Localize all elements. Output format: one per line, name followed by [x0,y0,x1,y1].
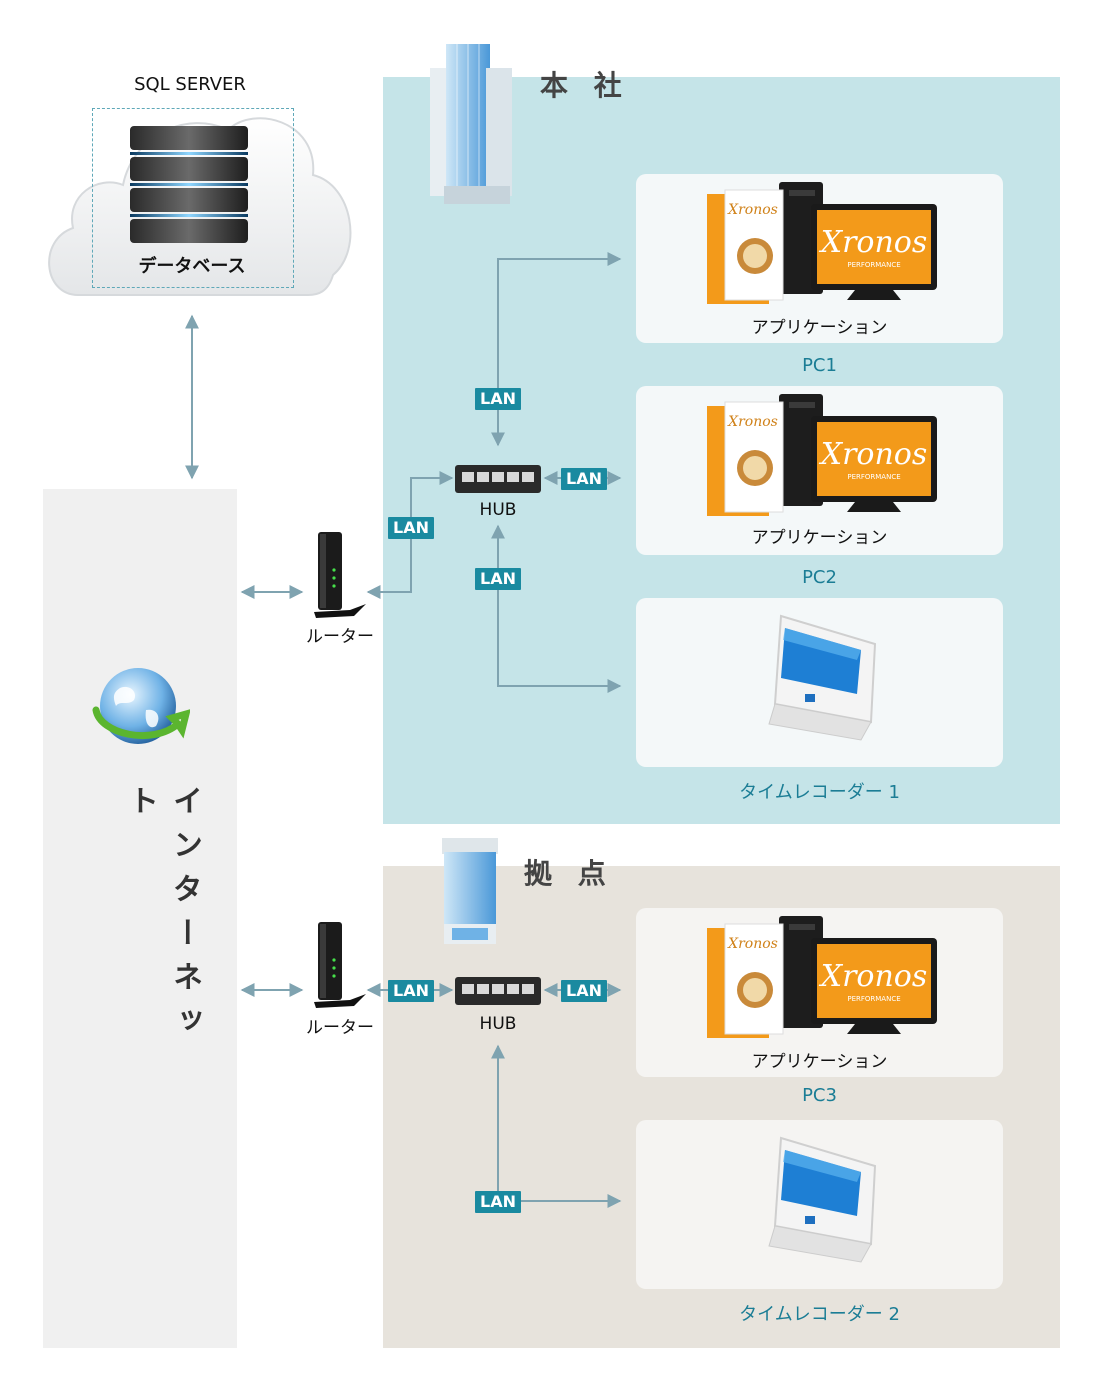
hq-building-icon [430,44,512,204]
branch-router-icon [314,922,366,1008]
lan-tag-hq-pc2: LAN [561,468,607,490]
pc2-box-logo: Xronos [727,414,778,430]
internet-label: インターネット [123,785,202,1049]
pc1-screen-logo: Xronos [819,225,928,260]
database-icon [130,126,248,243]
lan-tag-hq-pc1: LAN [475,388,521,410]
lan-tag-hq-router: LAN [388,517,434,539]
recorder1-name: タイムレコーダー 1 [739,782,900,803]
lan-tag-branch-pc3: LAN [561,980,607,1002]
globe-icon [92,668,190,744]
pc1-name: PC1 [802,355,837,376]
pc3-screen-logo: Xronos [819,959,928,994]
pc1-app-label: アプリケーション [751,318,888,338]
lan-tag-branch-recorder: LAN [475,1191,521,1213]
pc2-product-icon: Xronos PERFORMANCE Xronos [707,394,937,516]
pc3-name: PC3 [802,1085,837,1106]
hq-router-icon [314,532,366,618]
lan-tag-branch-router: LAN [388,980,434,1002]
pc3-app-label: アプリケーション [751,1052,888,1072]
pc2-app-label: アプリケーション [751,528,888,548]
pc1-box-logo: Xronos [727,202,778,218]
pc3-box-logo: Xronos [727,936,778,952]
branch-building-icon [442,838,498,944]
sql-server-box [92,108,294,288]
pc2-name: PC2 [802,567,837,588]
lan-tag-hq-recorder: LAN [475,568,521,590]
pc3-product-icon: Xronos PERFORMANCE Xronos [707,916,937,1038]
pc1-product-icon: Xronos PERFORMANCE Xronos [707,182,937,304]
sql-server-title: SQL SERVER [134,74,246,95]
recorder2-icon [768,1136,877,1263]
recorder1-icon [768,614,877,741]
hq-hub-icon [455,465,541,493]
branch-title: 拠 点 [524,857,614,890]
hq-title: 本 社 [540,69,630,102]
branch-router-label: ルーター [306,1018,374,1038]
internet-band [43,489,237,1348]
pc1-screen-sub: PERFORMANCE [847,261,900,269]
branch-hub-icon [455,977,541,1005]
hq-hub-label: HUB [479,500,517,520]
recorder2-name: タイムレコーダー 2 [739,1304,900,1325]
hq-router-label: ルーター [306,627,374,647]
pc2-screen-sub: PERFORMANCE [847,473,900,481]
pc2-screen-logo: Xronos [819,437,928,472]
pc3-screen-sub: PERFORMANCE [847,995,900,1003]
database-label: データベース [138,256,246,277]
branch-hub-label: HUB [479,1014,517,1034]
